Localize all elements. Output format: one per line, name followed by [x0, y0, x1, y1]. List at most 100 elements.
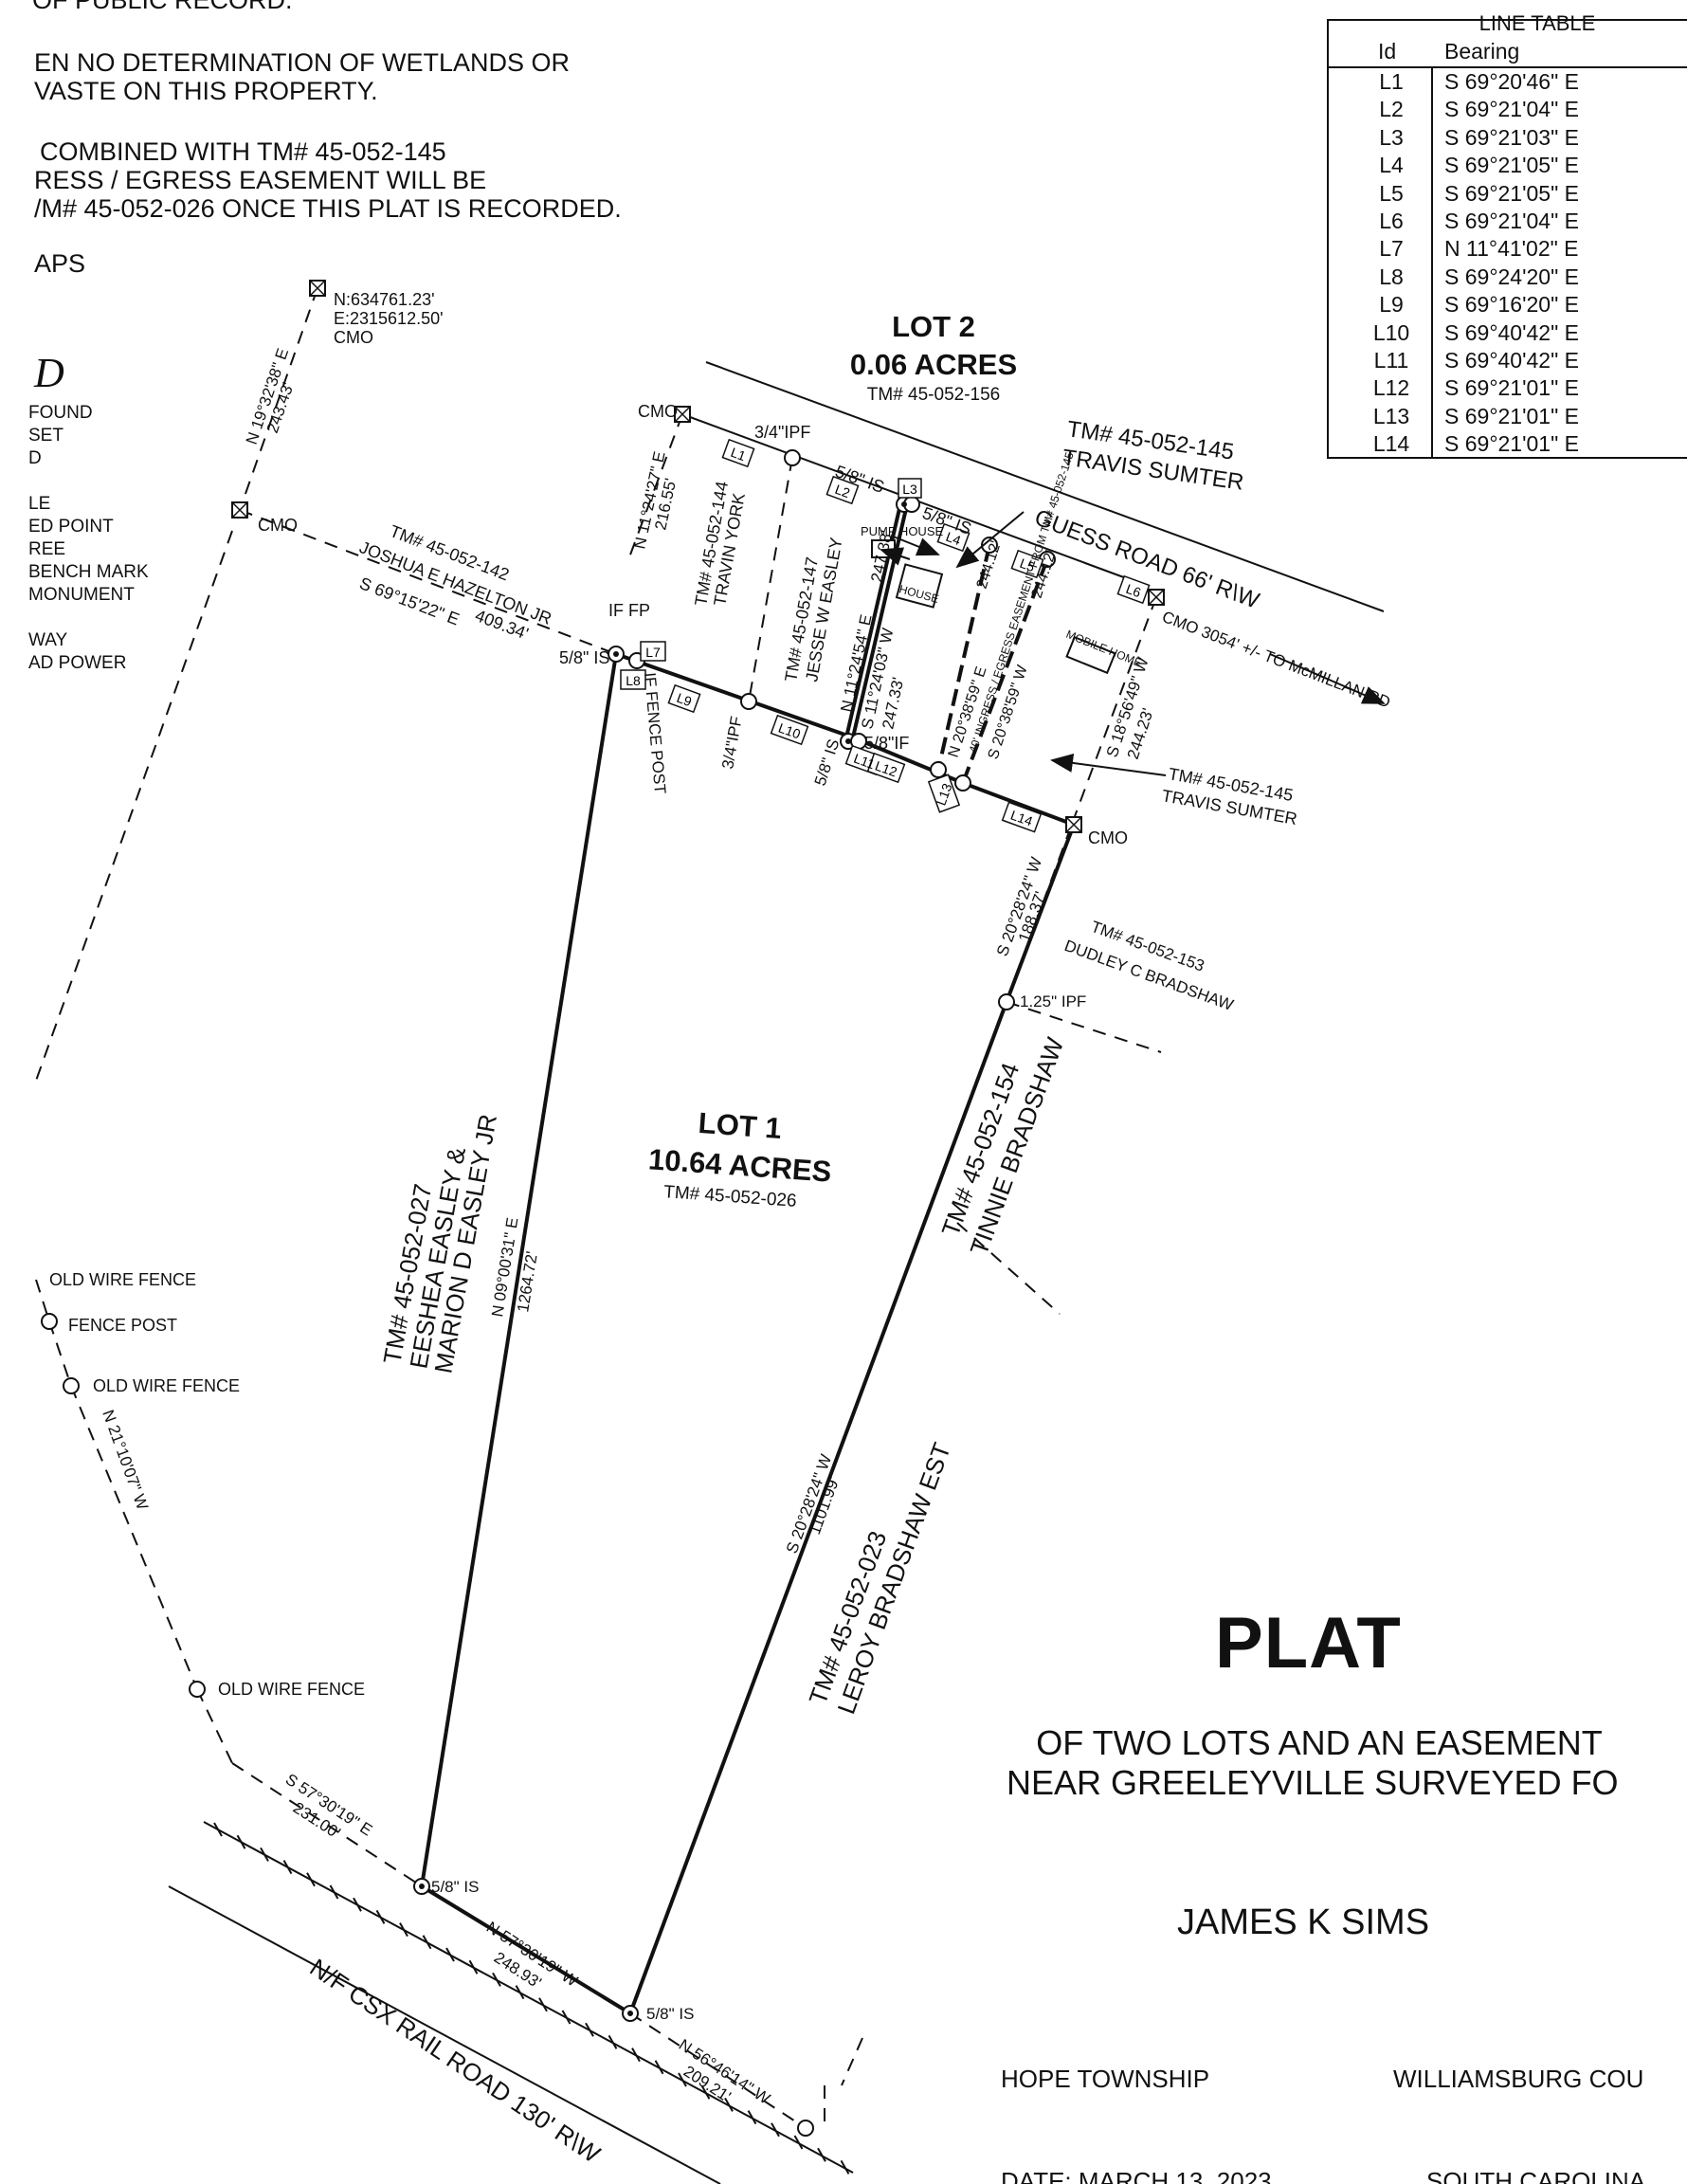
cmo-coord-e: E:2315612.50' [334, 309, 444, 328]
house-shape [895, 563, 944, 609]
lot1-north-boundary [615, 652, 1075, 827]
county: WILLIAMSBURG COU [1393, 2065, 1644, 2093]
nw-tie-line [239, 287, 318, 511]
line-table-id: L14 [1372, 431, 1410, 457]
plat-subtitle-1: OF TWO LOTS AND AN EASEMENT [1036, 1723, 1603, 1762]
line-id-label: L5 [1018, 555, 1037, 574]
old-wire-fence-3: OLD WIRE FENCE [218, 1680, 365, 1699]
line-table-bearing: S 69°40'42" E [1444, 347, 1579, 373]
line-id-label: L12 [873, 757, 899, 779]
rail-tick [793, 2135, 804, 2150]
line-table-id: L6 [1379, 208, 1404, 233]
legend-item: D [28, 448, 42, 468]
line-table-bearing: S 69°21'03" E [1444, 124, 1579, 150]
line-table-row: L13 S 69°21'01" E [1329, 403, 1687, 430]
west-dashed-line [35, 530, 233, 1082]
fence-post-marker [41, 1313, 58, 1330]
fence-marker-2 [63, 1377, 80, 1394]
lot1-east-upper [1005, 824, 1076, 1003]
fence-seg-3 [70, 1385, 198, 1690]
rail-tick [375, 1909, 386, 1924]
tinnie-divider [956, 1222, 1061, 1315]
line-id-label: L11 [852, 751, 878, 773]
guess-road-north-line [705, 361, 1385, 612]
legend-item: LE [28, 494, 51, 514]
line-table-row: L2 S 69°21'04" E [1329, 96, 1687, 123]
line-table-bearing: S 69°21'04" E [1444, 208, 1579, 233]
line-table-bearing: S 69°21'01" E [1444, 375, 1579, 401]
cmo-mcmillan-label: CMO 3054' +/- TO McMILLAN RD [1160, 608, 1393, 712]
n11-dashed-line [628, 413, 683, 558]
rail-tick [724, 2097, 734, 2112]
line-id-label: L9 [675, 690, 694, 709]
rail-tick [236, 1834, 246, 1849]
rail-tick [654, 2060, 664, 2075]
line-table-row: L12 S 69°21'01" E [1329, 374, 1687, 402]
line-id-label: L3 [902, 482, 917, 497]
plat-date: DATE: MARCH 13, 2023 [1001, 2167, 1272, 2184]
if-fence-post-label: IF FENCE POST [641, 672, 669, 795]
line-table-bearing: S 69°21'04" E [1444, 97, 1579, 122]
plat-subtitle-2: NEAR GREELEYVILLE SURVEYED FO [1007, 1763, 1619, 1802]
lot2-area: 0.06 ACRES [850, 348, 1017, 381]
state: SOUTH CAROLINA [1426, 2167, 1646, 2184]
township: HOPE TOWNSHIP [1001, 2065, 1210, 2093]
ipf-fence-marker [740, 693, 757, 710]
legend-item: WAY [28, 630, 68, 650]
line-id-label: L8 [626, 673, 641, 688]
line-id-label: L13 [933, 781, 954, 808]
line-id-label: L10 [776, 719, 803, 741]
line-table-id: L12 [1372, 375, 1410, 401]
note-line-3: COMBINED WITH TM# 45-052-145 [40, 137, 446, 166]
fence-seg-2 [48, 1320, 72, 1387]
ipf-label: 3/4"IPF [754, 423, 810, 442]
iron-set-label-s: 5/8" IS [811, 737, 844, 788]
rail-tick [747, 2110, 757, 2125]
legend-items: FOUND SET D LE ED POINT REE BENCH MARK M… [28, 402, 149, 675]
easement-text: 40' INGRESS / EGRESS EASEMENT FROM TM# 4… [967, 450, 1077, 755]
if-fp-label: IF FP [608, 601, 650, 620]
line-table-id: L11 [1373, 347, 1409, 373]
line-table-bearing: N 11°41'02" E [1444, 236, 1579, 262]
rail-tick [608, 2034, 618, 2049]
rail-tick [399, 1922, 408, 1938]
rail-road-label: N/F CSX RAIL ROAD 130' R\W [305, 1953, 607, 2169]
line-table-id: L10 [1372, 319, 1410, 345]
line-table-id: L13 [1372, 403, 1410, 428]
lot2-tm: TM# 45-052-156 [867, 385, 1000, 405]
fence-seg-1 [35, 1279, 50, 1322]
line-table-bearing: S 69°16'20" E [1444, 292, 1579, 318]
line-table-col-bearing: Bearing [1444, 39, 1520, 64]
line-table-id: L2 [1379, 97, 1404, 122]
rail-tick [631, 2048, 641, 2063]
iron-se-label: 5/8" IS [646, 2005, 694, 2023]
note-line-5: /M# 45-052-026 ONCE THIS PLAT IS RECORDE… [34, 194, 622, 223]
s57-line [231, 1762, 423, 1887]
pump-house-label: PUMP HOUSE [861, 524, 943, 538]
cmo-label-w: CMO [258, 516, 298, 535]
legend-item: MONUMENT [28, 585, 135, 605]
cmo-label-nw: CMO [334, 328, 373, 347]
n21-bearing: N 21°10'07" W [99, 1408, 152, 1512]
rail-row-south [168, 1885, 721, 2184]
rail-tick [561, 2010, 571, 2025]
line-table-id: L8 [1379, 264, 1404, 289]
rail-tick [515, 1985, 525, 2000]
easement-se-marker [954, 774, 971, 792]
cmo-label-e: CMO [1088, 828, 1128, 847]
fence-marker-3 [189, 1681, 206, 1698]
rail-tick [678, 2072, 687, 2087]
rail-tick [422, 1935, 432, 1950]
se-dash-2 [841, 2037, 863, 2086]
easement-west-line [936, 544, 991, 771]
old-wire-fence-1: OLD WIRE FENCE [49, 1270, 196, 1289]
note-line-2: VASTE ON THIS PROPERTY. [34, 77, 378, 105]
line-table-bearing: S 69°21'01" E [1444, 403, 1579, 428]
